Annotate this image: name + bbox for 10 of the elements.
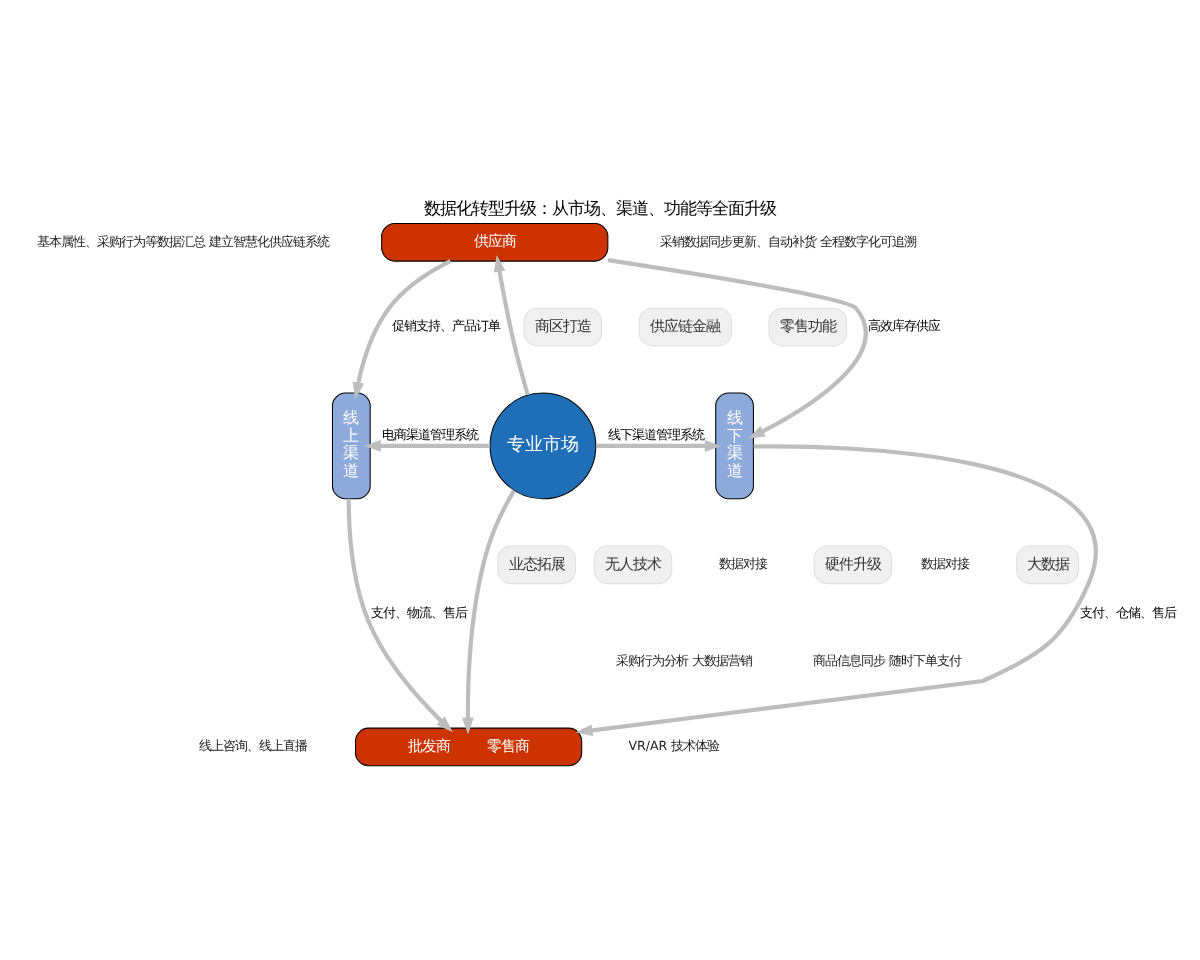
arrow	[364, 439, 491, 451]
arrow	[493, 253, 530, 395]
arrow	[596, 439, 722, 451]
arrow	[352, 258, 452, 399]
arrow	[575, 443, 1098, 736]
arrow	[462, 488, 516, 734]
arrow	[607, 257, 868, 438]
node-circle: 专业市场	[489, 391, 597, 499]
diagram-title: 数据化转型升级：从市场、渠道、功能等全面升级	[424, 196, 776, 217]
arrow	[346, 497, 453, 732]
